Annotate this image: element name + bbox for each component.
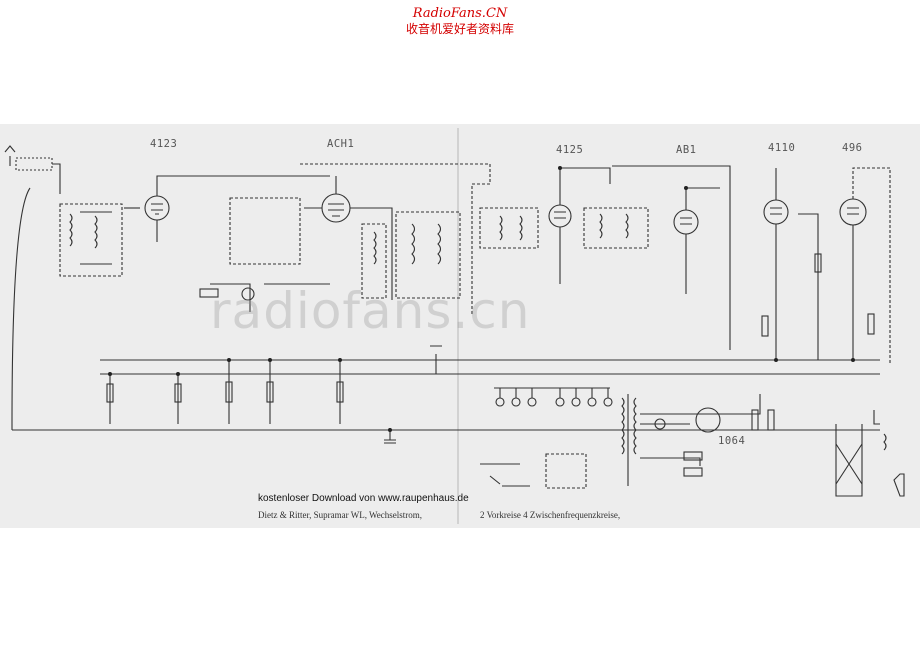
schematic-caption-right: 2 Vorkreise 4 Zwischenfrequenzkreise, bbox=[480, 510, 621, 520]
tube-label-1064: 1064 bbox=[718, 435, 746, 447]
tube-label-496: 496 bbox=[842, 142, 863, 154]
schematic-drawing bbox=[4, 128, 905, 524]
tube-label-ab1: AB1 bbox=[676, 144, 697, 156]
tube-label-4125: 4125 bbox=[556, 144, 584, 156]
site-title: RadioFans.CN bbox=[412, 6, 508, 21]
download-note: kostenloser Download von www.raupenhaus.… bbox=[258, 493, 469, 504]
tube-label-ach1: ACH1 bbox=[327, 138, 355, 150]
radiofans-watermark: radiofans.cn bbox=[210, 282, 531, 340]
tube-label-4123: 4123 bbox=[150, 138, 178, 150]
site-header: RadioFans.CN 收音机爱好者资料库 bbox=[0, 6, 920, 37]
site-subtitle: 收音机爱好者资料库 bbox=[405, 22, 514, 36]
schematic-caption-left: Dietz & Ritter, Supramar WL, Wechselstro… bbox=[258, 510, 423, 520]
schematic-sheet: 4123 ACH1 4125 AB1 4110 496 1064 radiofa… bbox=[0, 124, 920, 528]
tube-label-4110: 4110 bbox=[768, 142, 796, 154]
